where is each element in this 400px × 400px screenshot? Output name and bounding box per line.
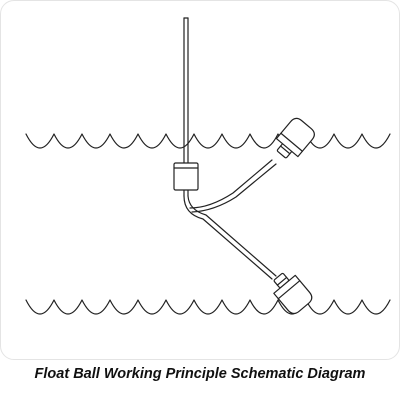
upper-float-ball xyxy=(275,117,315,159)
lower-water-surface xyxy=(25,299,391,315)
cable-to-upper-float xyxy=(189,159,277,213)
upper-water-surface xyxy=(25,133,391,149)
lower-float-ball xyxy=(273,272,313,315)
support-rod xyxy=(183,17,189,197)
diagram-caption: Float Ball Working Principle Schematic D… xyxy=(34,366,366,382)
cable-clamp xyxy=(173,162,199,191)
cable-to-lower-float xyxy=(183,195,277,280)
